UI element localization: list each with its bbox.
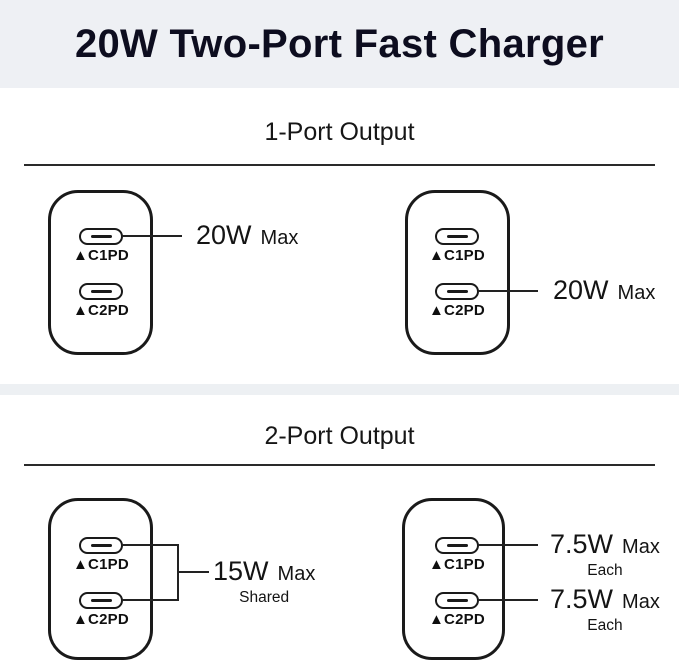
usbc-port-icon [435, 228, 479, 245]
callout-value: 7.5W [550, 529, 614, 559]
callout-port2-7-5w-max: 7.5W Max Each [550, 584, 660, 635]
callout-value: 15W [213, 556, 269, 586]
callout-line [478, 599, 538, 601]
usbc-port-icon [435, 283, 479, 300]
callout-qualifier: Max [622, 536, 660, 558]
callout-line [122, 599, 179, 601]
callout-line [478, 290, 538, 292]
page-title: 20W Two-Port Fast Charger [74, 21, 605, 66]
usbc-port-icon [435, 592, 479, 609]
usbc-pin-icon [446, 290, 468, 293]
usbc-pin-icon [90, 235, 112, 238]
callout-value: 20W [196, 220, 252, 250]
callout-note: Each [587, 562, 623, 579]
callout-note: Each [587, 617, 623, 634]
usbc-pin-icon [446, 599, 468, 602]
callout-port1-20w-max: 20W Max [196, 222, 298, 249]
usbc-pin-icon [446, 544, 468, 547]
callout-qualifier: Max [277, 563, 316, 585]
callout-shared-15w-max: 15W Max Shared [213, 556, 316, 607]
section-heading-2-port: 2-Port Output [264, 422, 415, 450]
callout-qualifier: Max [617, 282, 656, 304]
port-label-c2pd: ▲C2PD [73, 611, 129, 628]
charger-outline-top-right [405, 190, 510, 355]
charger-outline-bottom-right [402, 498, 505, 660]
usbc-pin-icon [90, 290, 112, 293]
usbc-port-icon [79, 283, 123, 300]
callout-qualifier: Max [622, 591, 660, 613]
callout-note: Shared [239, 589, 290, 606]
callout-port2-20w-max: 20W Max [553, 277, 655, 304]
port-label-c2pd: ▲C2PD [429, 611, 485, 628]
callout-port1-7-5w-max: 7.5W Max Each [550, 529, 660, 580]
charger-outline-bottom-left [48, 498, 153, 660]
callout-value: 7.5W [550, 584, 614, 614]
callout-qualifier: Max [260, 227, 299, 249]
charger-outline-top-left [48, 190, 153, 355]
section-band-divider [0, 384, 679, 395]
section-divider-line [24, 164, 655, 166]
callout-line [177, 571, 209, 573]
usbc-pin-icon [446, 235, 468, 238]
callout-line [478, 544, 538, 546]
section-divider-line [24, 464, 655, 466]
port-label-c2pd: ▲C2PD [73, 302, 129, 319]
usbc-port-icon [79, 537, 123, 554]
port-label-c1pd: ▲C1PD [429, 556, 485, 573]
callout-line [122, 235, 182, 237]
port-label-c2pd: ▲C2PD [429, 302, 485, 319]
callout-value: 20W [553, 275, 609, 305]
port-label-c1pd: ▲C1PD [429, 247, 485, 264]
usbc-port-icon [79, 592, 123, 609]
usbc-pin-icon [90, 544, 112, 547]
port-label-c1pd: ▲C1PD [73, 556, 129, 573]
title-banner: 20W Two-Port Fast Charger [0, 0, 679, 88]
usbc-pin-icon [90, 599, 112, 602]
usbc-port-icon [435, 537, 479, 554]
port-label-c1pd: ▲C1PD [73, 247, 129, 264]
section-heading-1-port: 1-Port Output [264, 118, 415, 146]
usbc-port-icon [79, 228, 123, 245]
callout-line [122, 544, 179, 546]
